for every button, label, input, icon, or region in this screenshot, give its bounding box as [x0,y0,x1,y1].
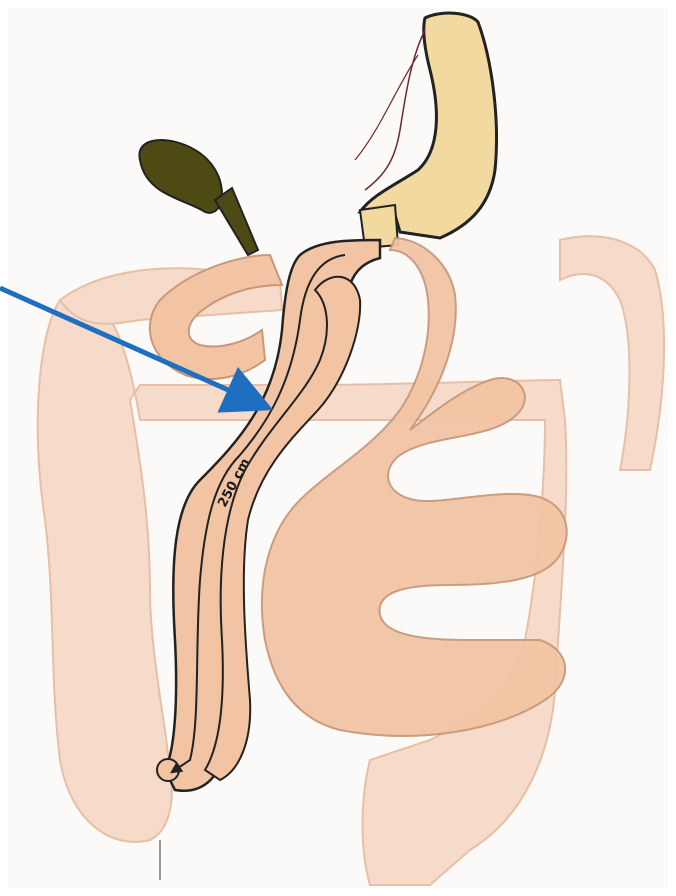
anatomy-diagram: 250 cm [0,0,676,896]
anatomy-svg: 250 cm [0,0,676,896]
